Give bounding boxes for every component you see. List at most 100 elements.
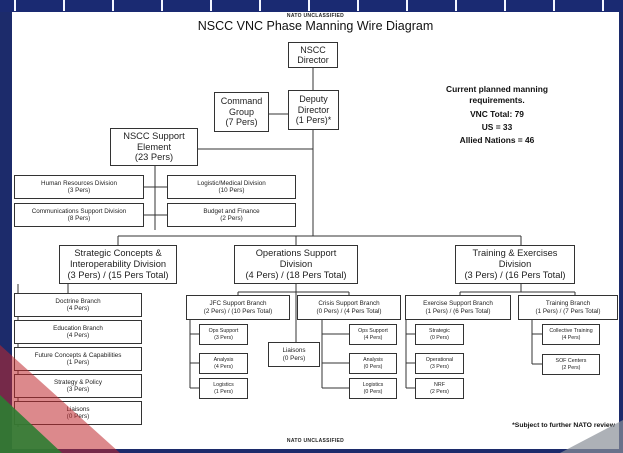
command-group-line3: (7 Pers) — [225, 117, 258, 128]
support-element-line3: (23 Pers) — [134, 152, 174, 163]
collective-line2: (4 Pers) — [561, 334, 581, 341]
csb-line2: (0 Pers) / (4 Pers Total) — [316, 307, 382, 315]
strip-tick — [504, 0, 506, 11]
csb-line1: Crisis Support Branch — [318, 300, 380, 308]
diagram-title: NSCC VNC Phase Manning Wire Diagram — [197, 19, 434, 33]
jfc-analysis-box: Analysis (4 Pers) — [199, 353, 248, 374]
osd-line3: (4 Pers) / (18 Pers Total) — [245, 269, 347, 280]
deputy-director-box: Deputy Director (1 Pers)* — [288, 90, 339, 130]
hr-line1: Human Resources Division — [41, 179, 117, 187]
sof-centers-box: SOF Centers (2 Pers) — [542, 354, 600, 375]
operational-line1: Operational — [425, 357, 454, 364]
deputy-line3: (1 Pers)* — [295, 115, 332, 126]
ted-box: Training & Exercises Division (3 Pers) /… — [455, 245, 575, 284]
jfc-ops-line2: (3 Pers) — [214, 334, 233, 341]
liaisons-left-line2: (0 Pers) — [66, 413, 90, 420]
operational-line2: (3 Pers) — [430, 363, 449, 370]
strip-tick — [161, 0, 163, 11]
jfc-line2: (2 Pers) / (10 Pers Total) — [203, 307, 273, 315]
esb-line1: Exercise Support Branch — [423, 300, 493, 308]
strip-tick — [357, 0, 359, 11]
education-branch-box: Education Branch (4 Pers) — [14, 320, 142, 344]
hr-division-box: Human Resources Division (3 Pers) — [14, 175, 144, 199]
tb-line2: (1 Pers) / (7 Pers Total) — [535, 307, 601, 315]
nrf-box: NRF (2 Pers) — [415, 378, 464, 399]
strategic-box: Strategic (0 Pers) — [415, 324, 464, 345]
exercise-support-box: Exercise Support Branch (1 Pers) / (6 Pe… — [405, 295, 511, 320]
command-group-box: Command Group (7 Pers) — [214, 92, 269, 132]
jfc-support-box: JFC Support Branch (2 Pers) / (10 Pers T… — [186, 295, 290, 320]
sof-line1: SOF Centers — [555, 358, 587, 365]
liaisons-mid-line1: Liaisons — [282, 347, 306, 355]
comms-line2: (8 Pers) — [67, 215, 91, 222]
logmed-line1: Logistic/Medical Division — [197, 179, 266, 187]
strip-tick — [63, 0, 65, 11]
command-group-line2: Group — [228, 106, 254, 117]
nrf-line1: NRF — [434, 382, 445, 389]
jfc-logistics-line1: Logistics — [213, 382, 234, 389]
logistic-medical-box: Logistic/Medical Division (10 Pers) — [167, 175, 296, 199]
hr-line2: (3 Pers) — [67, 187, 91, 194]
csb-analysis-line2: (0 Pers) — [363, 363, 383, 370]
command-group-line1: Command — [220, 96, 263, 107]
scid-line3: (3 Pers) / (15 Pers Total) — [67, 269, 169, 280]
scid-line2: Interoperability Division — [69, 259, 167, 270]
jfc-analysis-line2: (4 Pers) — [214, 363, 233, 370]
summary-heading-1: Current planned manning — [446, 84, 548, 94]
osd-line1: Operations Support — [255, 248, 337, 259]
doctrine-line1: Doctrine Branch — [55, 297, 101, 305]
sof-line2: (2 Pers) — [561, 364, 581, 371]
summary-allied: Allied Nations = 46 — [459, 135, 535, 145]
osd-line2: Division — [279, 259, 313, 270]
csb-logistics-box: Logistics (0 Pers) — [349, 378, 397, 399]
scid-line1: Strategic Concepts & — [74, 248, 162, 259]
connector-lines — [17, 67, 576, 427]
strip-tick — [406, 0, 408, 11]
strategic-line1: Strategic — [429, 328, 450, 335]
collective-training-box: Collective Training (4 Pers) — [542, 324, 600, 345]
slide: NATO UNCLASSIFIED NSCC VNC Phase Manning… — [12, 12, 619, 449]
training-branch-box: Training Branch (1 Pers) / (7 Pers Total… — [518, 295, 618, 320]
csb-logistics-line1: Logistics — [362, 382, 384, 389]
summary-vnc-total: VNC Total: 79 — [470, 109, 524, 119]
review-footnote: *Subject to further NATO review — [512, 422, 615, 429]
classification-top: NATO UNCLASSIFIED — [286, 13, 345, 19]
csb-analysis-line1: Analysis — [363, 357, 383, 364]
csb-analysis-box: Analysis (0 Pers) — [349, 353, 397, 374]
budget-line2: (2 Pers) — [220, 215, 243, 222]
strategy-policy-box: Strategy & Policy (3 Pers) — [14, 374, 142, 398]
strip-tick — [553, 0, 555, 11]
crisis-support-box: Crisis Support Branch (0 Pers) / (4 Pers… — [297, 295, 401, 320]
strategic-line2: (0 Pers) — [430, 334, 449, 341]
summary-us: US = 33 — [481, 122, 513, 132]
strip-tick — [210, 0, 212, 11]
budget-finance-box: Budget and Finance (2 Pers) — [167, 203, 296, 227]
tb-line1: Training Branch — [545, 300, 591, 308]
strip-tick — [602, 0, 604, 11]
support-element-box: NSCC Support Element (23 Pers) — [110, 128, 198, 166]
director-line1: NSCC — [300, 44, 326, 55]
jfc-logistics-line2: (1 Pers) — [214, 388, 233, 395]
collective-line1: Collective Training — [549, 328, 593, 335]
doctrine-line2: (4 Pers) — [66, 305, 90, 312]
osd-box: Operations Support Division (4 Pers) / (… — [234, 245, 358, 284]
director-box: NSCC Director — [288, 42, 338, 68]
doctrine-branch-box: Doctrine Branch (4 Pers) — [14, 293, 142, 317]
ted-line3: (3 Pers) / (16 Pers Total) — [464, 269, 566, 280]
strip-tick — [455, 0, 457, 11]
jfc-analysis-line1: Analysis — [213, 357, 234, 364]
comms-division-box: Communications Support Division (8 Pers) — [14, 203, 144, 227]
jfc-ops-line1: Ops Support — [208, 328, 239, 335]
strip-tick — [14, 0, 16, 11]
logmed-line2: (10 Pers) — [218, 187, 245, 194]
liaisons-left-box: Liaisons (0 Pers) — [14, 401, 142, 425]
future-concepts-box: Future Concepts & Capabilities (1 Pers) — [14, 347, 142, 371]
scid-box: Strategic Concepts & Interoperability Di… — [59, 245, 177, 284]
strategy-line2: (3 Pers) — [66, 386, 90, 393]
support-element-line1: NSCC Support — [123, 130, 185, 141]
csb-ops-line1: Ops Support — [358, 328, 388, 335]
deputy-line2: Director — [297, 104, 330, 115]
summary-heading-2: requirements. — [469, 95, 525, 105]
education-line1: Education Branch — [53, 324, 103, 332]
